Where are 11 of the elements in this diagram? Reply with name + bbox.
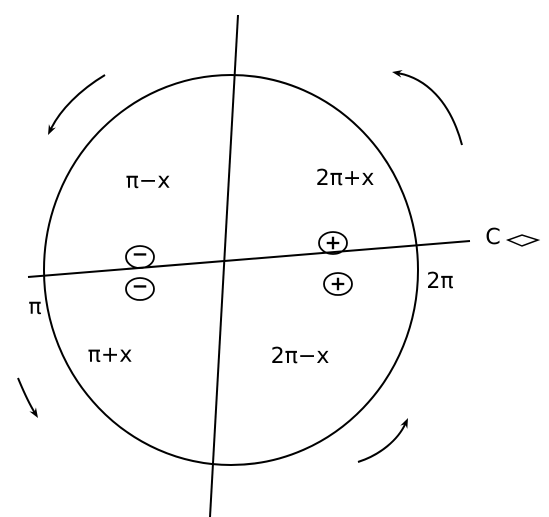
angle-label: 2π xyxy=(428,272,454,288)
angle-label: π xyxy=(29,302,42,314)
angle-label: π+x xyxy=(88,348,132,362)
angle-label: 2π+x xyxy=(317,168,374,186)
circled-sign: + xyxy=(318,231,348,255)
angle-label: π−x xyxy=(126,176,170,188)
angle-label: C xyxy=(486,228,500,244)
circled-sign: + xyxy=(323,272,353,296)
circled-sign: − xyxy=(125,245,155,269)
circled-sign: − xyxy=(125,277,155,301)
angle-label: 2π−x xyxy=(272,346,329,364)
